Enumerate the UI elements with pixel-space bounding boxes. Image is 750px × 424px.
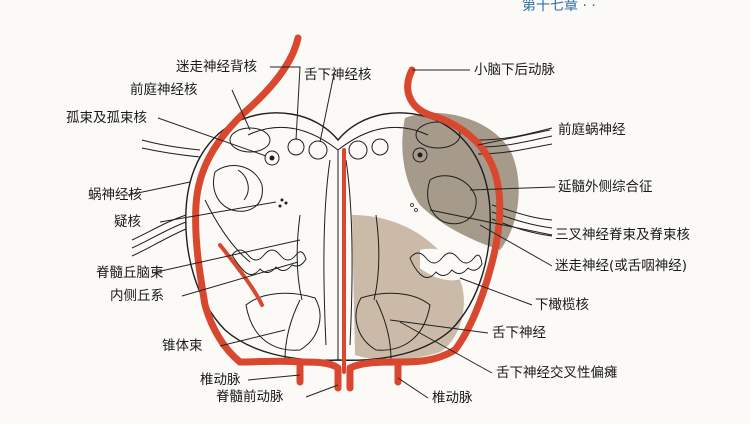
vestibulocochlear-rootlet-left-1 [141, 139, 201, 151]
label-anterior-spinal-artery: 脊髓前动脉 [216, 388, 284, 405]
label-lateral-medullary-syndrome: 延髓外侧综合征 [558, 179, 653, 195]
pyramid-right [355, 292, 431, 351]
label-nucleus-ambiguus: 疑核 [114, 214, 141, 230]
inferior-cerebellar-peduncle-left [237, 169, 249, 201]
inferior-olive-left [231, 249, 307, 275]
label-vestibulocochlear-nerve: 前庭蜗神经 [558, 121, 626, 138]
label-trigeminal-spinal: 三叉神经脊束及脊束核 [555, 227, 690, 243]
medial-lemniscus-left [296, 214, 303, 301]
label-hypoglossal-nucleus: 舌下神经核 [304, 67, 372, 83]
central-canal-left [323, 159, 331, 346]
label-inferior-olive: 下橄榄核 [535, 296, 589, 313]
label-vertebral-artery-left: 椎动脉 [200, 372, 241, 388]
label-vertebral-artery-right: 椎动脉 [432, 390, 473, 406]
solitary-tract-left [269, 155, 275, 161]
label-solitary-tract: 孤束及孤束核 [66, 110, 147, 126]
pica-artery-right [404, 66, 504, 354]
anterior-spinal-artery-right-branch [346, 358, 402, 392]
label-vestibular-nucleus: 前庭神经核 [130, 81, 198, 98]
label-vagus-dorsal-nucleus: 迷走神经背核 [176, 59, 257, 75]
inferior-olive-right [409, 252, 483, 278]
spinal-trigeminal-left [204, 199, 251, 263]
fourth-ventricle-floor [247, 126, 429, 151]
vagus-dorsal-nucleus-left [287, 138, 305, 156]
pyramid-left [245, 292, 321, 351]
medial-medullary-lesion-area [352, 215, 464, 360]
lesion-white-gap [420, 248, 470, 281]
nucleus-ambiguus-dot-2 [284, 201, 288, 205]
nerve-rootlet-left-1 [131, 214, 187, 241]
label-pyramid: 锥体束 [162, 338, 203, 354]
cochlear-nucleus-left [213, 165, 263, 212]
vestibulocochlear-rootlet-right-1 [477, 127, 553, 141]
hypoglossal-rootlet-left [284, 299, 301, 361]
hypoglossal-rootlet-right [375, 299, 392, 361]
solitary-nucleus-right [412, 147, 428, 163]
nucleus-ambiguus-dot-5 [414, 208, 418, 212]
leader-lines [127, 66, 556, 399]
label-alternating-hemiplegia: 舌下神经交叉性偏瘫 [496, 364, 618, 381]
page-header-text: 第十七章 · · [522, 0, 596, 14]
nerve-rootlet-left-3 [131, 228, 187, 257]
nucleus-ambiguus-dot-3 [278, 204, 282, 208]
nucleus-ambiguus-dot-4 [410, 203, 414, 207]
solitary-nucleus-left [264, 150, 280, 166]
nerve-rootlet-left-2 [131, 221, 187, 249]
label-medial-lemniscus: 内侧丘系 [110, 288, 164, 304]
vestibular-nucleus-left [229, 127, 271, 153]
central-canal-right [345, 159, 353, 346]
vestibular-nucleus-right [415, 121, 461, 149]
label-hypoglossal-nerve: 舌下神经 [492, 325, 546, 341]
anterior-spinal-artery-left-branch [296, 358, 342, 392]
label-pica: 小脑下后动脉 [474, 62, 555, 78]
hypoglossal-nucleus-left [308, 140, 328, 160]
label-cochlear-nucleus: 蜗神经核 [88, 187, 142, 203]
vestibulocochlear-rootlet-left-2 [141, 147, 201, 158]
vestibulocochlear-rootlet-right-2 [477, 135, 553, 148]
label-spinothalamic-tract: 脊髓丘脑束 [96, 265, 164, 281]
medullary-branch-left [218, 243, 264, 307]
nucleus-ambiguus-dot-1 [280, 198, 284, 202]
pica-artery-left [192, 34, 302, 366]
medial-lemniscus-right [373, 214, 380, 301]
vertebral-artery-left [236, 357, 304, 386]
vagus-dorsal-nucleus-right [371, 138, 389, 156]
label-vagus-nerve: 迷走神经(或舌咽神经) [555, 258, 687, 274]
solitary-tract-right [417, 152, 423, 158]
hypoglossal-nucleus-right [348, 140, 368, 160]
